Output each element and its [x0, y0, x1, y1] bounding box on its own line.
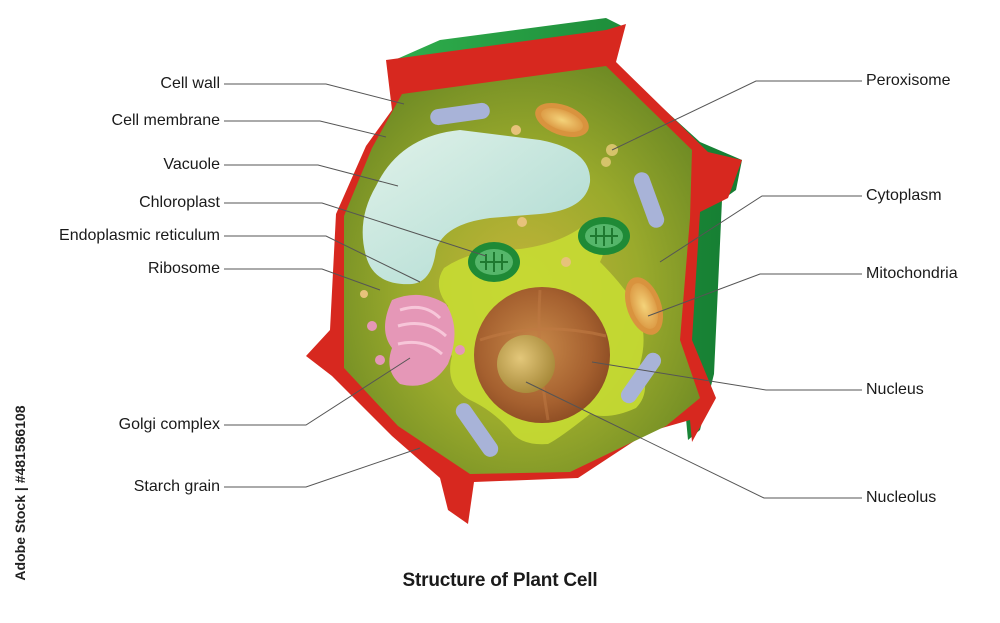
nucleolus-shape: [497, 335, 555, 393]
label-starch-grain: Starch grain: [133, 478, 220, 495]
diagram-caption: Structure of Plant Cell: [402, 570, 598, 591]
label-endoplasmic-reticulum: Endoplasmic reticulum: [59, 227, 220, 244]
label-cell-membrane: Cell membrane: [111, 112, 220, 129]
starch-grain-shape-2: [633, 172, 665, 228]
label-vacuole: Vacuole: [163, 156, 220, 173]
label-cytoplasm: Cytoplasm: [866, 187, 942, 204]
label-peroxisome: Peroxisome: [866, 72, 951, 89]
label-cell-wall: Cell wall: [160, 75, 220, 92]
chloroplast-shape-2: [578, 217, 630, 255]
chloroplast-shape-1: [468, 242, 520, 282]
mitochondrion-shape-2: [625, 277, 663, 335]
label-ribosome: Ribosome: [147, 260, 220, 277]
starch-grain-shape-3: [620, 352, 662, 404]
label-golgi-complex: Golgi complex: [118, 416, 220, 433]
label-mitochondria: Mitochondria: [866, 265, 958, 282]
label-nucleolus: Nucleolus: [866, 489, 937, 506]
mitochondrion-shape-1: [535, 102, 589, 138]
label-chloroplast: Chloroplast: [139, 194, 220, 211]
stock-watermark-text: Adobe Stock | #481586108: [12, 405, 28, 581]
label-nucleus: Nucleus: [866, 381, 924, 398]
leader-lines: [224, 80, 862, 499]
starch-grain-shape-1: [430, 102, 490, 126]
stock-watermark: Adobe Stock | #481586108: [10, 382, 30, 604]
starch-grain-shape-4: [455, 403, 499, 457]
vacuole-shape: [362, 130, 591, 285]
